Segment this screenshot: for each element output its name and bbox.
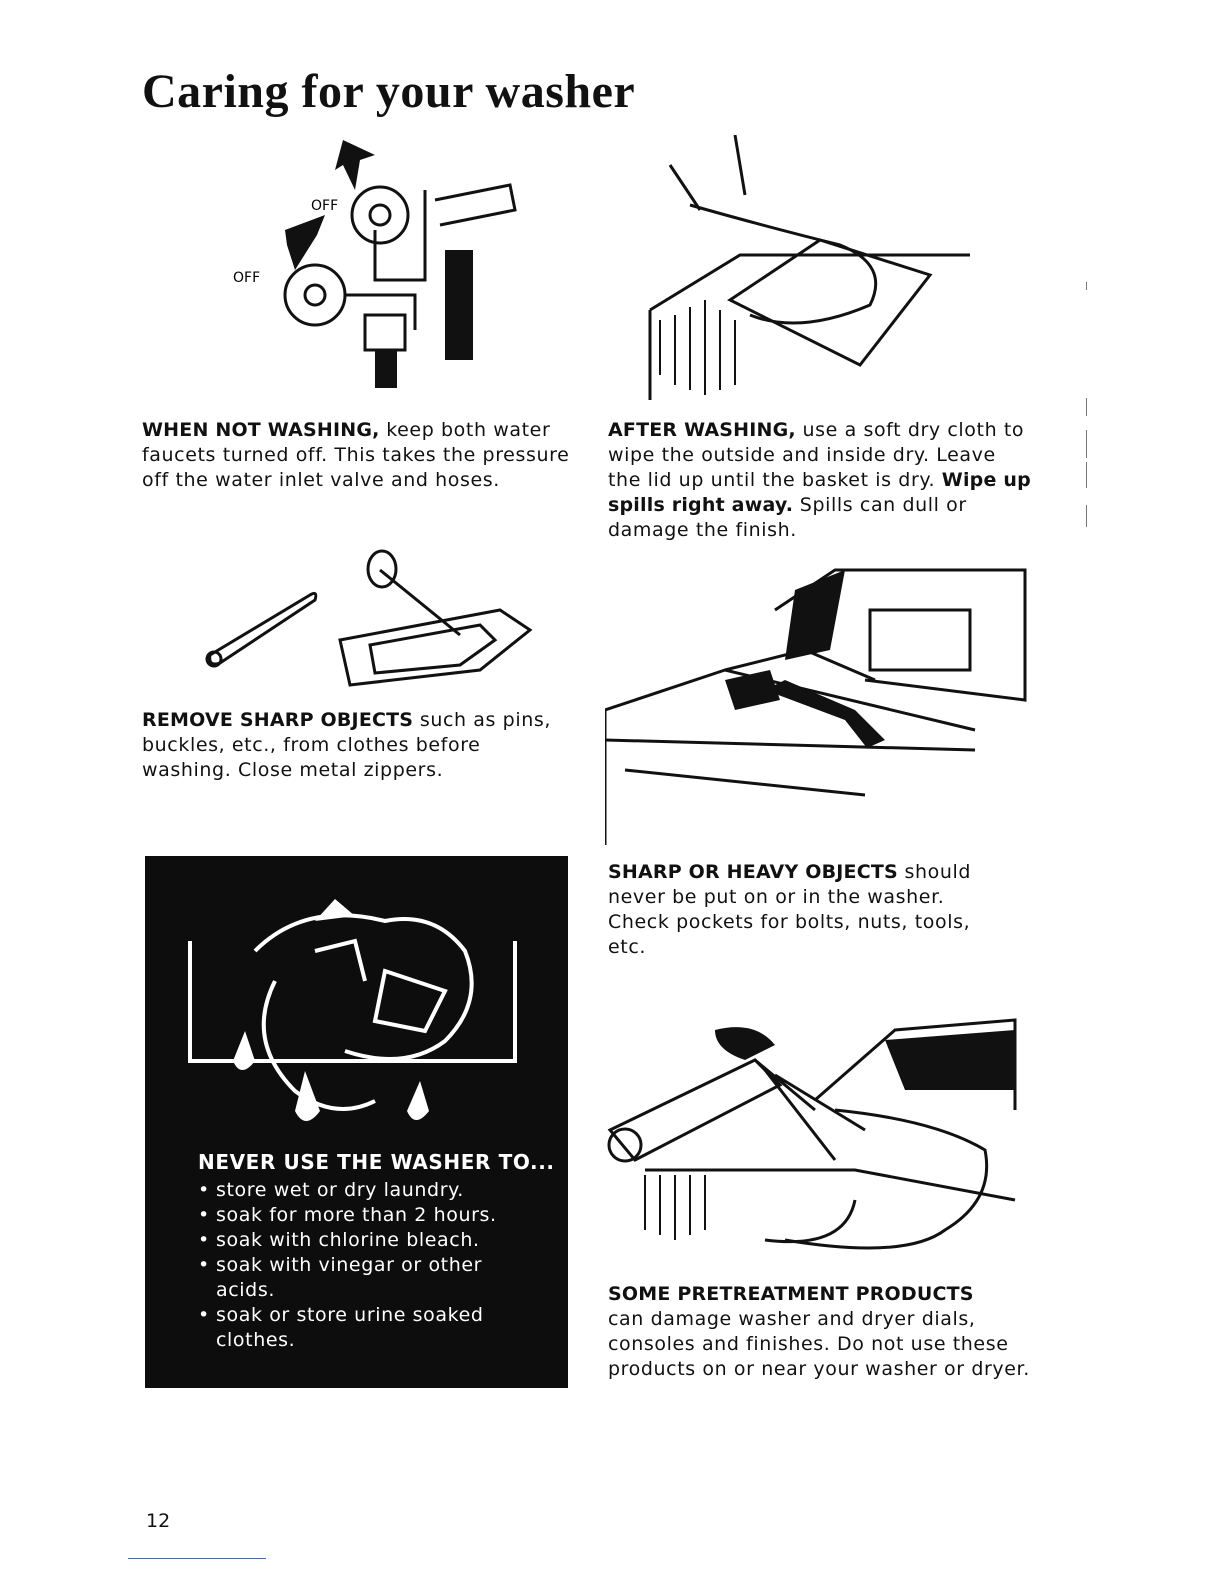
after-washing-paragraph: AFTER WASHING, use a soft dry cloth to w…: [608, 418, 1033, 543]
warning-heading: NEVER USE THE WASHER TO...: [198, 1150, 555, 1174]
list-item: soak with chlorine bleach.: [198, 1228, 516, 1253]
list-item: soak with vinegar or other acids.: [198, 1253, 516, 1303]
list-item: store wet or dry laundry.: [198, 1178, 516, 1203]
footer-rule: [128, 1558, 266, 1559]
faucets-paragraph: WHEN NOT WASHING, keep both water faucet…: [142, 418, 582, 493]
laundry-illustration: [188, 899, 517, 1121]
pretreatment-paragraph: SOME PRETREATMENT PRODUCTS can damage wa…: [608, 1282, 1038, 1382]
spray-bottle-illustration: [607, 1018, 1017, 1250]
margin-mark: [1086, 282, 1087, 290]
margin-mark: [1086, 505, 1087, 527]
pretreatment-text: can damage washer and dryer dials, conso…: [608, 1308, 1030, 1380]
heavy-objects-paragraph: SHARP OR HEAVY OBJECTS should never be p…: [608, 860, 988, 960]
page-title: Caring for your washer: [142, 65, 636, 118]
page-number: 12: [146, 1510, 171, 1532]
off-label-upper: OFF: [311, 198, 338, 214]
after-washing-text-end: Spills can dull or damage the finish.: [608, 494, 967, 541]
sharp-objects-text: such as pins, buckles, etc., from clothe…: [142, 709, 551, 781]
after-washing-bold-sentence: Wipe up spills right away.: [608, 469, 1031, 516]
warning-box: NEVER USE THE WASHER TO... store wet or …: [145, 856, 568, 1388]
heavy-objects-illustration: [605, 568, 1027, 845]
sharp-objects-paragraph: REMOVE SHARP OBJECTS such as pins, buckl…: [142, 708, 572, 783]
margin-mark: [1086, 462, 1087, 488]
heavy-objects-heading: SHARP OR HEAVY OBJECTS: [608, 861, 898, 883]
list-item: soak or store urine soaked clothes.: [198, 1303, 516, 1353]
after-washing-heading: AFTER WASHING,: [608, 419, 796, 441]
faucets-heading: WHEN NOT WASHING,: [142, 419, 380, 441]
heavy-objects-text: should never be put on or in the washer.…: [608, 861, 972, 958]
margin-mark: [1086, 398, 1087, 416]
margin-mark: [1086, 430, 1087, 458]
wiping-cloth-illustration: [648, 135, 970, 400]
faucets-text: keep both water faucets turned off. This…: [142, 419, 570, 491]
pretreatment-heading: SOME PRETREATMENT PRODUCTS: [608, 1283, 974, 1305]
list-item: soak for more than 2 hours.: [198, 1203, 516, 1228]
off-label-lower: OFF: [233, 270, 260, 286]
sharp-objects-illustration: [205, 549, 533, 687]
sharp-objects-heading: REMOVE SHARP OBJECTS: [142, 709, 414, 731]
after-washing-text: use a soft dry cloth to wipe the outside…: [608, 419, 1025, 491]
warning-list: store wet or dry laundry. soak for more …: [198, 1178, 516, 1353]
faucets-illustration: OFF OFF: [233, 140, 517, 388]
